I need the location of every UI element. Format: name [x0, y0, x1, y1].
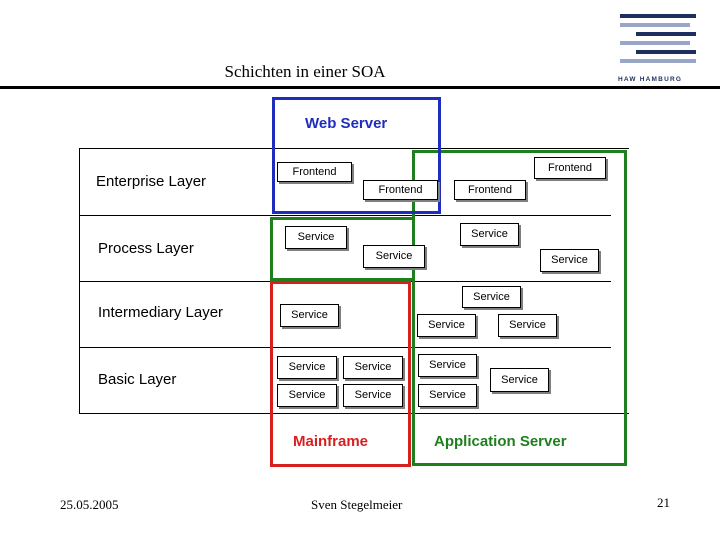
web-server-region — [272, 97, 441, 214]
service-box: Service — [417, 314, 476, 337]
web-server-label: Web Server — [305, 115, 388, 132]
logo-bar — [620, 41, 690, 45]
service-box: Service — [285, 226, 347, 249]
mainframe-region — [270, 281, 411, 467]
frontend-box: Frontend — [277, 162, 352, 182]
application-server-label: Application Server — [434, 433, 567, 450]
mainframe-label: Mainframe — [293, 433, 369, 450]
layer-label-basic: Basic Layer — [98, 371, 177, 388]
footer-author: Sven Stegelmeier — [311, 497, 403, 512]
service-box: Service — [498, 314, 557, 337]
footer-date: 25.05.2005 — [60, 497, 119, 512]
layer-label-enterprise: Enterprise Layer — [96, 173, 207, 190]
layer-label-intermediary: Intermediary Layer — [98, 304, 224, 321]
logo-bar — [636, 50, 696, 54]
layer-divider — [79, 215, 611, 216]
logo-bar — [636, 32, 696, 36]
frontend-box: Frontend — [534, 157, 606, 179]
title-rule — [0, 86, 720, 89]
logo-wordmark: HAW HAMBURG — [618, 76, 683, 83]
slide-title: Schichten in einer SOA — [224, 62, 386, 81]
service-box: Service — [418, 384, 477, 407]
service-box: Service — [280, 304, 339, 327]
service-box: Service — [462, 286, 521, 308]
service-box: Service — [277, 356, 337, 379]
logo-bar — [620, 14, 696, 18]
service-box: Service — [490, 368, 549, 392]
service-box: Service — [460, 223, 519, 246]
frontend-box: Frontend — [454, 180, 526, 200]
service-box: Service — [363, 245, 425, 268]
application-server-region — [270, 217, 415, 281]
service-box: Service — [343, 356, 403, 379]
service-box: Service — [418, 354, 477, 377]
service-box: Service — [540, 249, 599, 272]
frontend-box: Frontend — [363, 180, 438, 200]
layer-divider — [79, 347, 611, 348]
service-box: Service — [343, 384, 403, 407]
service-box: Service — [277, 384, 337, 407]
layer-label-process: Process Layer — [98, 240, 194, 257]
application-server-region — [412, 150, 627, 466]
logo-bar — [620, 59, 696, 63]
haw-logo — [612, 10, 708, 90]
logo-bar — [620, 23, 690, 27]
page-number: 21 — [657, 495, 670, 510]
